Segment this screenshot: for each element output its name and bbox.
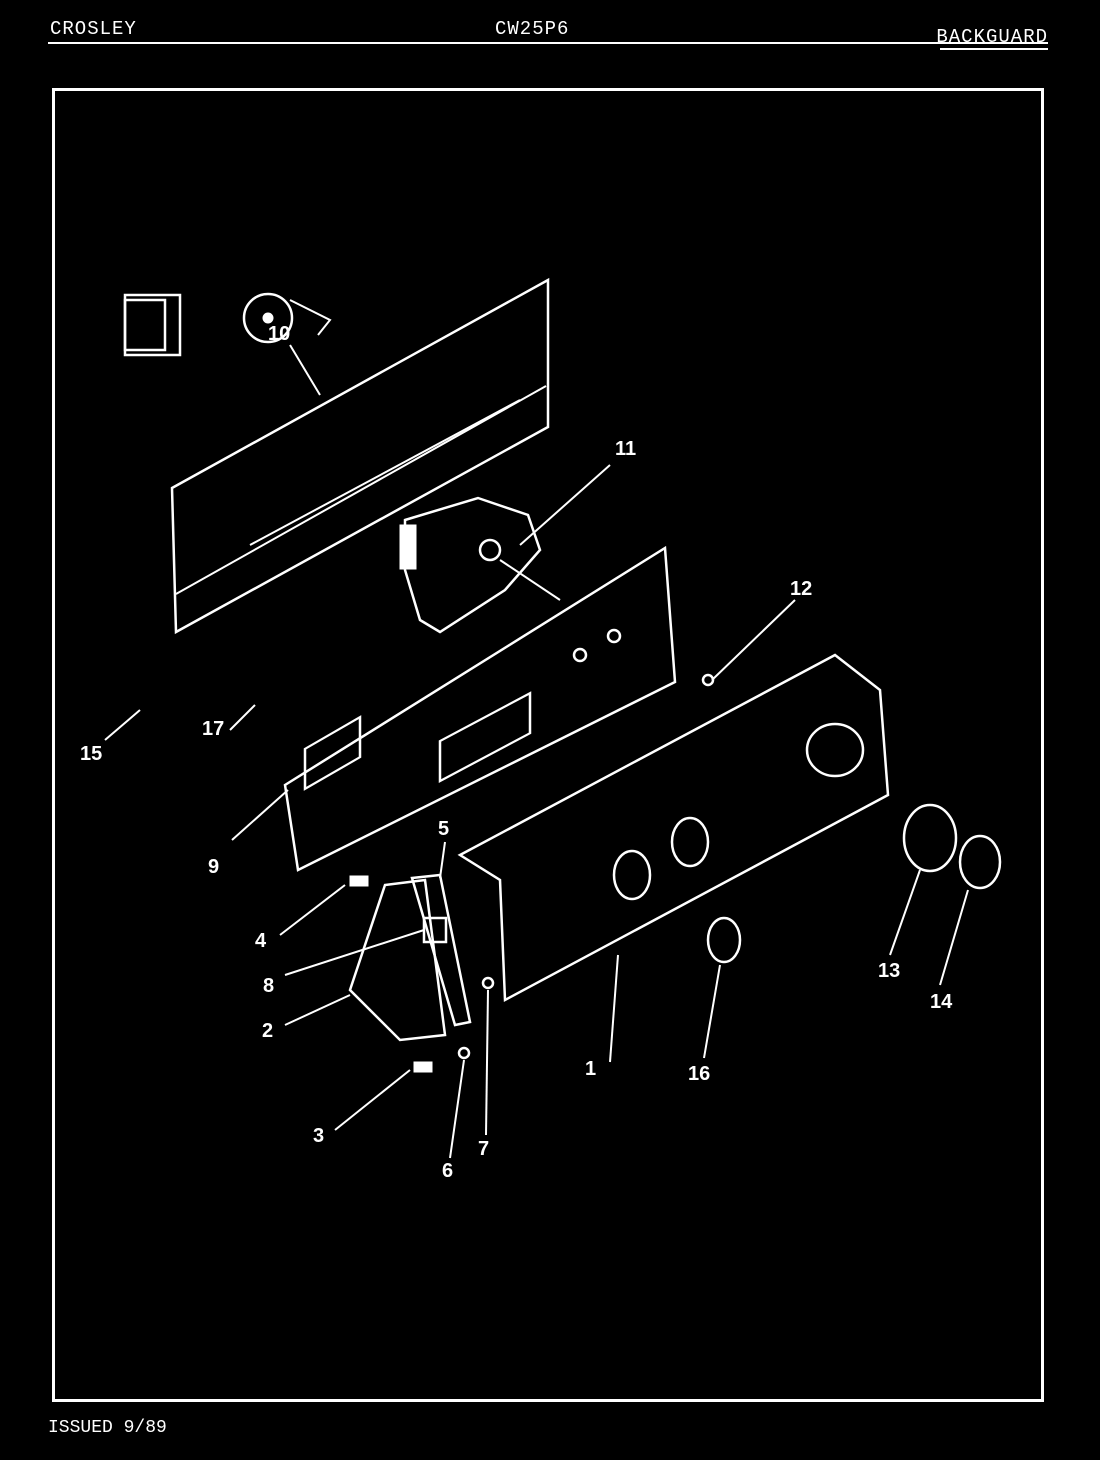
part-11-timer [399, 496, 561, 634]
part-13-dial-ring [902, 803, 958, 873]
callout-15: 15 [80, 743, 102, 765]
callout-2: 2 [262, 1020, 273, 1042]
callout-10: 10 [268, 323, 290, 345]
part-17-valve [242, 292, 332, 344]
callout-17: 17 [202, 718, 224, 740]
callout-1: 1 [585, 1058, 596, 1080]
leader-lines [104, 344, 969, 1159]
issued-date: ISSUED 9/89 [48, 1418, 167, 1438]
part-10-rear-panel [170, 277, 550, 635]
callout-8: 8 [263, 975, 274, 997]
callout-13: 13 [878, 960, 900, 982]
part-16-knob [706, 916, 742, 964]
part-1-control-housing [457, 653, 890, 1003]
part-2-cover [348, 878, 447, 1042]
model-number: CW25P6 [495, 18, 570, 40]
part-12-screw [701, 673, 715, 687]
part-4-clip [349, 875, 369, 887]
callout-16: 16 [688, 1063, 710, 1085]
callout-11: 11 [615, 438, 636, 460]
part-5-strip [410, 873, 472, 1027]
callout-7: 7 [478, 1138, 489, 1160]
diagram-frame [52, 88, 1044, 1402]
callout-14: 14 [930, 991, 953, 1013]
part-6-screw [457, 1046, 471, 1060]
callout-3: 3 [313, 1125, 324, 1147]
part-9-control-panel [283, 545, 677, 872]
brand-title: CROSLEY [50, 18, 137, 40]
part-15-switch [123, 293, 182, 357]
part-7-screw [481, 976, 495, 990]
callout-9: 9 [208, 856, 219, 878]
part-3-clip [413, 1061, 433, 1073]
callout-5: 5 [438, 818, 449, 840]
header-rule-secondary [940, 48, 1048, 50]
header-rule [48, 42, 1048, 44]
callout-12: 12 [790, 578, 812, 600]
callout-6: 6 [442, 1160, 453, 1182]
part-14-knob [958, 834, 1002, 890]
callout-4: 4 [255, 930, 267, 952]
